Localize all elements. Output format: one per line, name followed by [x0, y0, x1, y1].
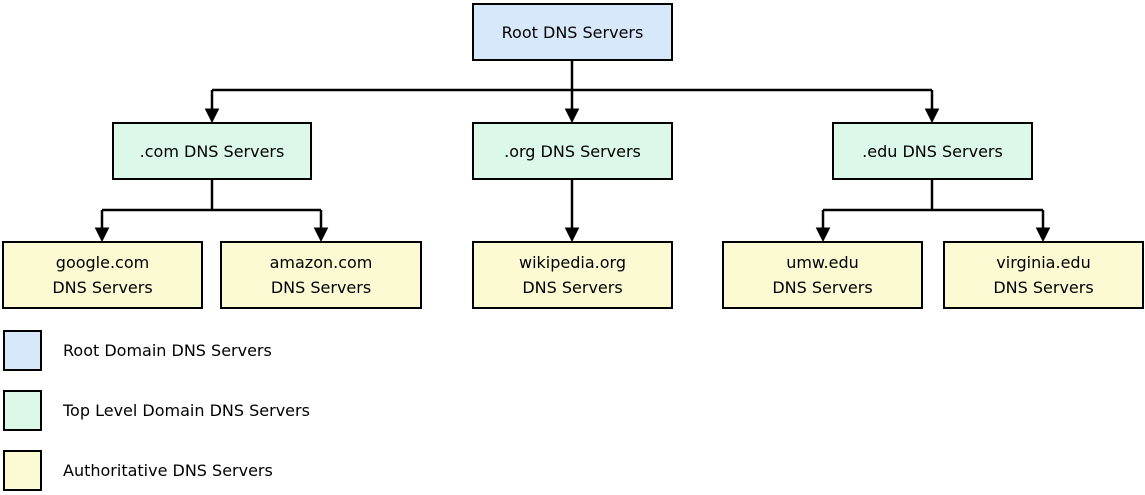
legend-item-root-domain: Root Domain DNS Servers [3, 330, 272, 371]
node-com-dns-servers: .com DNS Servers [112, 122, 312, 180]
node-label-line2: DNS Servers [772, 278, 873, 297]
connector-edu-to-children [815, 180, 1051, 243]
node-label-line2: DNS Servers [52, 278, 153, 297]
node-label-line1: google.com [55, 253, 150, 272]
legend-label: Root Domain DNS Servers [63, 341, 272, 360]
legend-swatch-tld [3, 390, 42, 431]
node-label: .edu DNS Servers [862, 141, 1003, 161]
node-label-line1: virginia.edu [996, 253, 1091, 272]
node-label-line1: umw.edu [786, 253, 859, 272]
node-label-line1: amazon.com [269, 253, 373, 272]
node-edu-dns-servers: .edu DNS Servers [832, 122, 1033, 180]
node-label-line2: DNS Servers [522, 278, 623, 297]
legend-swatch-auth [3, 450, 42, 491]
node-root-dns-servers: Root DNS Servers [472, 3, 673, 61]
legend-item-top-level-domain: Top Level Domain DNS Servers [3, 390, 310, 431]
connector-com-to-children [94, 180, 329, 243]
node-label: Root DNS Servers [501, 22, 644, 42]
node-google-dns-servers: google.com DNS Servers [2, 241, 203, 309]
node-label: .com DNS Servers [139, 141, 285, 161]
legend-item-authoritative: Authoritative DNS Servers [3, 450, 273, 491]
node-org-dns-servers: .org DNS Servers [472, 122, 673, 180]
node-label-line2: DNS Servers [993, 278, 1094, 297]
connector-root-to-tlds [204, 61, 940, 124]
connector-org-to-child [564, 180, 580, 243]
node-virginia-dns-servers: virginia.edu DNS Servers [943, 241, 1144, 309]
node-umw-dns-servers: umw.edu DNS Servers [722, 241, 923, 309]
legend-swatch-root [3, 330, 42, 371]
node-wikipedia-dns-servers: wikipedia.org DNS Servers [472, 241, 673, 309]
node-label: .org DNS Servers [504, 141, 641, 161]
legend-label: Authoritative DNS Servers [63, 461, 273, 480]
legend-label: Top Level Domain DNS Servers [63, 401, 310, 420]
node-label-line1: wikipedia.org [519, 253, 626, 272]
node-amazon-dns-servers: amazon.com DNS Servers [220, 241, 422, 309]
node-label-line2: DNS Servers [270, 278, 372, 297]
